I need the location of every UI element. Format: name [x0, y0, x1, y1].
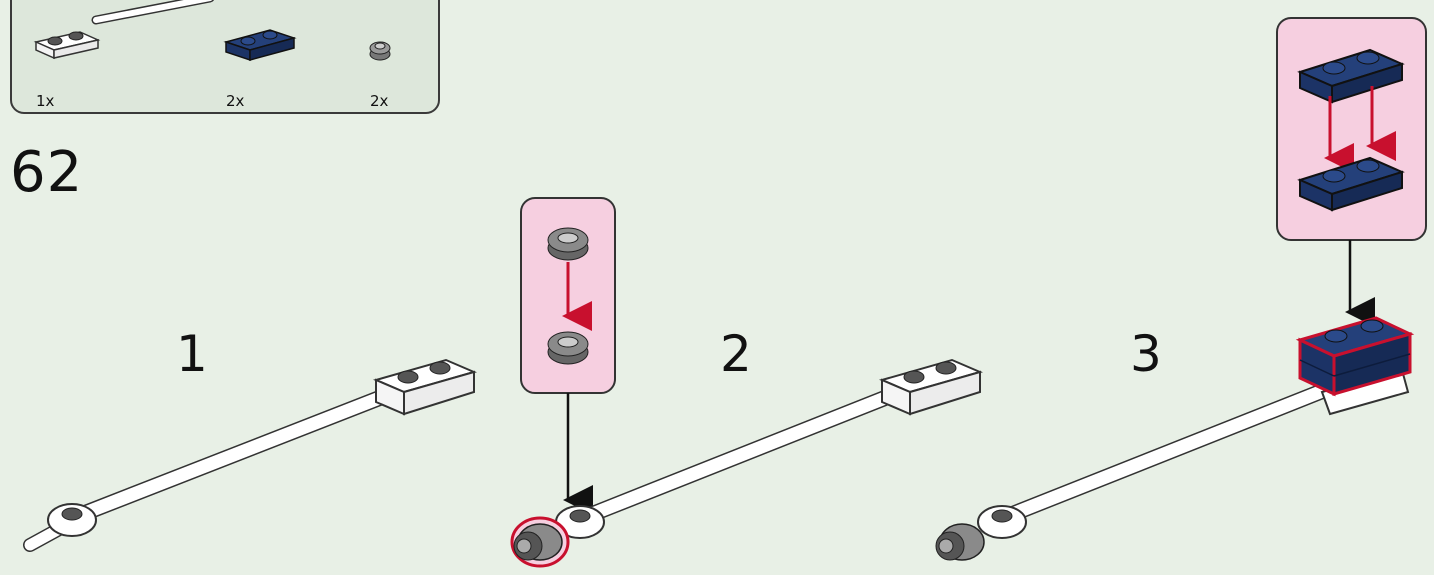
part-qty-blue-plate: 2x — [226, 92, 245, 110]
callout-step-2 — [520, 197, 616, 394]
assembly-step-3 — [935, 316, 1415, 561]
part-qty-round: 2x — [370, 92, 389, 110]
part-blue-plate-icon — [223, 29, 297, 62]
callout-step-3 — [1276, 17, 1427, 241]
substep-label-2: 2 — [720, 325, 752, 383]
step-number: 62 — [10, 140, 84, 205]
part-round-icon — [369, 41, 391, 61]
assembly-step-1 — [23, 358, 477, 552]
substep-label-1: 1 — [176, 325, 208, 383]
assembly-step-2 — [510, 358, 983, 568]
substep-label-3: 3 — [1130, 325, 1162, 383]
part-rod-icon — [33, 0, 215, 60]
parts-list-box — [10, 0, 440, 114]
part-qty-rod: 1x — [36, 92, 55, 110]
